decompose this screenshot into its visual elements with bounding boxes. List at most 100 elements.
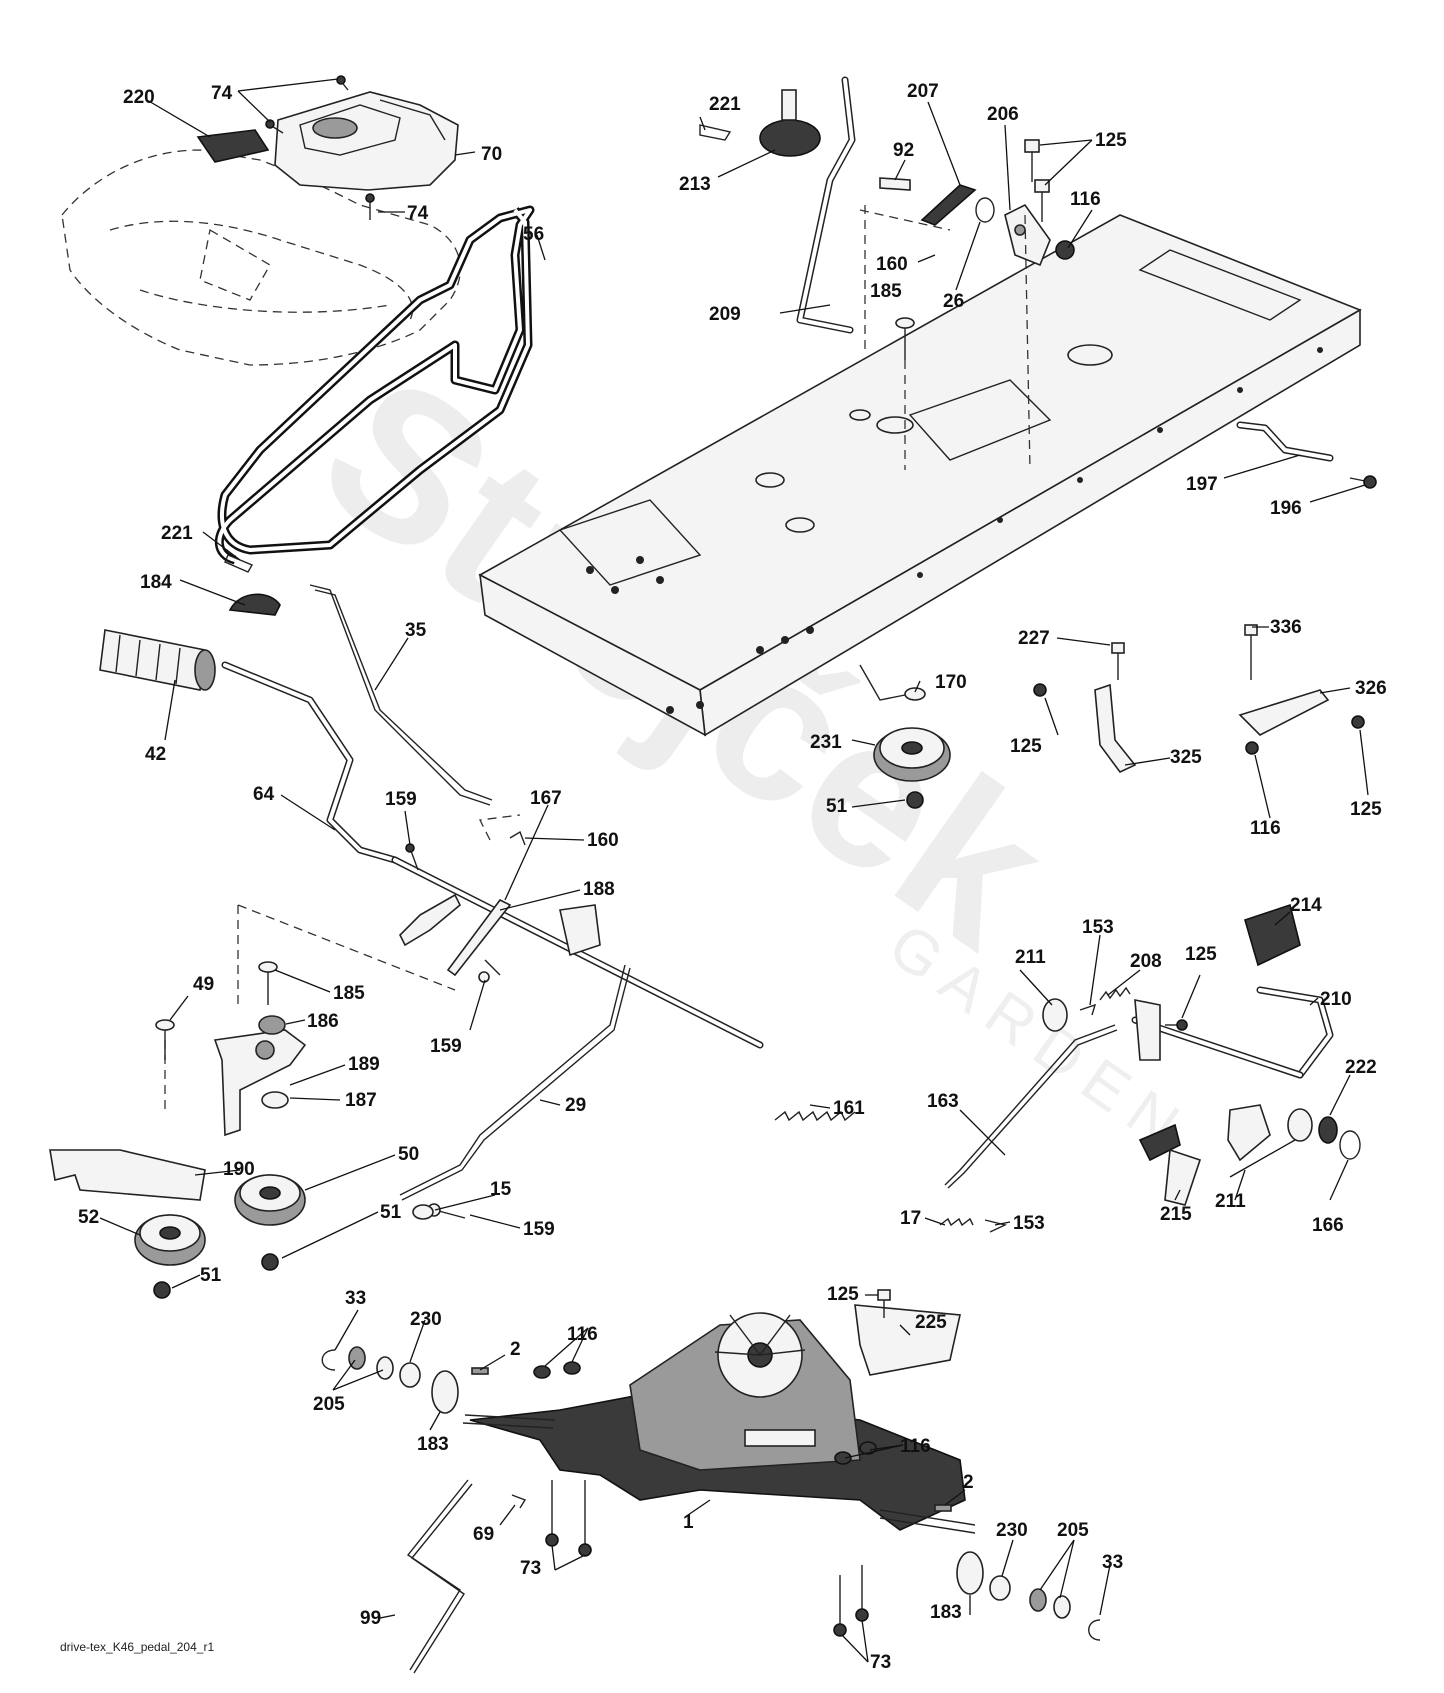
part-73-bolts	[545, 1480, 869, 1637]
callout-17: 17	[900, 1208, 921, 1229]
axle-shafts	[462, 1414, 976, 1534]
part-125-bolt-mid	[1033, 683, 1047, 697]
part-pedal-link-plate	[1134, 999, 1271, 1162]
part-70-dash-console	[274, 91, 459, 191]
callout-185: 185	[870, 281, 902, 302]
part-163-rod	[944, 1024, 1118, 1189]
callout-185: 185	[333, 983, 365, 1004]
part-190-plate	[49, 1149, 206, 1201]
callout-116: 116	[1250, 818, 1281, 839]
callout-326: 326	[1355, 678, 1387, 699]
part-196-bolt	[1349, 475, 1377, 489]
part-197-rod	[1236, 421, 1334, 462]
callout-159: 159	[430, 1036, 462, 1057]
part-125-bolt-right	[1351, 715, 1365, 729]
callout-74: 74	[211, 83, 233, 104]
callout-325: 325	[1170, 747, 1202, 768]
part-221-clip-b	[224, 554, 254, 573]
part-205-washers	[348, 1346, 1071, 1619]
part-170-spacer	[859, 664, 926, 701]
part-336-bolt	[1244, 624, 1258, 680]
callout-183: 183	[930, 1602, 962, 1623]
part-51-nut-right	[906, 791, 924, 809]
callout-64: 64	[253, 784, 275, 805]
callout-159: 159	[523, 1219, 555, 1240]
callout-159: 159	[385, 789, 417, 810]
callout-197: 197	[1186, 474, 1218, 495]
callout-15: 15	[490, 1179, 512, 1200]
callout-125: 125	[1350, 799, 1382, 820]
part-222-washer	[1318, 1116, 1338, 1144]
part-2-keys	[471, 1367, 952, 1512]
part-185-bolt-top	[895, 317, 915, 360]
part-210-pedal-shaft	[1131, 986, 1334, 1079]
callout-166: 166	[1312, 1215, 1344, 1236]
callout-163: 163	[927, 1091, 959, 1112]
callout-99: 99	[360, 1608, 381, 1629]
part-187-washer	[261, 1091, 289, 1109]
callout-188: 188	[583, 879, 615, 900]
part-42-grip	[99, 629, 216, 691]
part-166-ring	[1339, 1130, 1361, 1160]
part-pedal-bracket-left	[559, 904, 601, 957]
callout-116: 116	[900, 1436, 931, 1457]
callout-69: 69	[473, 1524, 494, 1545]
part-183-bushings	[431, 1370, 984, 1595]
part-116-nut-right	[1245, 741, 1259, 755]
callout-125: 125	[1010, 736, 1042, 757]
callout-70: 70	[481, 144, 502, 165]
part-186-bushing	[258, 1015, 286, 1035]
part-326-bracket	[1238, 689, 1330, 736]
part-185-bolt-left	[258, 961, 278, 1005]
callout-210: 210	[1320, 989, 1352, 1010]
callout-221: 221	[161, 523, 193, 544]
callout-74: 74	[407, 203, 429, 224]
callout-220: 220	[123, 87, 155, 108]
part-221-clip-a	[699, 124, 732, 141]
callout-205: 205	[1057, 1520, 1089, 1541]
callout-2: 2	[510, 1339, 521, 1360]
part-frame	[478, 214, 1362, 737]
part-26-spring	[975, 197, 995, 223]
callout-2: 2	[963, 1472, 974, 1493]
callout-labels: 220 74 70 74 56 221 213 207 92 206 125 1…	[78, 81, 1387, 1673]
part-50-pulley	[234, 1174, 306, 1226]
part-325-bracket	[1094, 683, 1137, 774]
callout-208: 208	[1130, 951, 1162, 972]
callout-29: 29	[565, 1095, 586, 1116]
part-189-bracket	[213, 1029, 307, 1137]
part-29-rod	[399, 964, 631, 1201]
callout-170: 170	[935, 672, 967, 693]
part-125-bolts-top	[1024, 139, 1050, 222]
callout-230: 230	[410, 1309, 442, 1330]
part-51-nuts-left	[153, 1253, 279, 1299]
callout-49: 49	[193, 974, 214, 995]
callout-184: 184	[140, 572, 172, 593]
dashed-leaders-top	[859, 205, 1031, 471]
callout-190: 190	[223, 1159, 255, 1180]
fan-blades	[714, 1314, 806, 1356]
callout-116: 116	[567, 1324, 598, 1345]
part-211-bushings	[1042, 998, 1313, 1142]
part-69-clip	[511, 1494, 527, 1509]
callout-209: 209	[709, 304, 741, 325]
callout-205: 205	[313, 1394, 345, 1415]
part-230-washers	[399, 1362, 1011, 1601]
callout-336: 336	[1270, 617, 1302, 638]
callout-183: 183	[417, 1434, 449, 1455]
part-153-clips	[984, 1003, 1097, 1233]
callout-207: 207	[907, 81, 939, 102]
callout-42: 42	[145, 744, 166, 765]
part-52-pulley	[134, 1214, 206, 1266]
callout-160: 160	[876, 254, 908, 275]
callout-92: 92	[893, 140, 914, 161]
part-227-bolt	[1111, 642, 1125, 680]
part-167-arm	[399, 893, 461, 947]
part-160-clip	[509, 830, 526, 846]
part-206-plate	[1004, 203, 1051, 267]
callout-51: 51	[200, 1265, 222, 1286]
part-213-knob	[759, 89, 821, 157]
part-208-spring	[1099, 986, 1131, 1001]
part-92-pin	[879, 177, 911, 191]
